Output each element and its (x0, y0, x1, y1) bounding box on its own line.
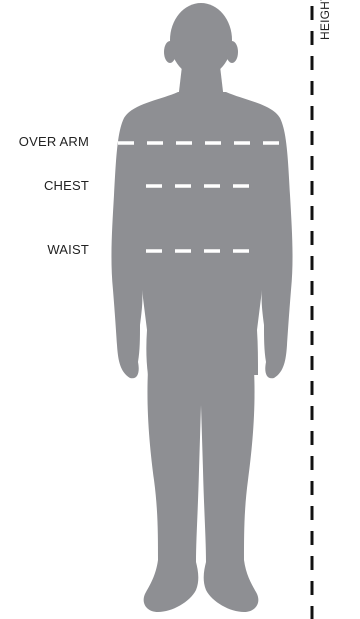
waist-label: WAIST (0, 242, 89, 257)
human-body-silhouette-icon (111, 3, 292, 612)
over-arm-label: OVER ARM (0, 134, 89, 149)
chest-label: CHEST (0, 178, 89, 193)
height-label: HEIGHT (318, 0, 332, 40)
